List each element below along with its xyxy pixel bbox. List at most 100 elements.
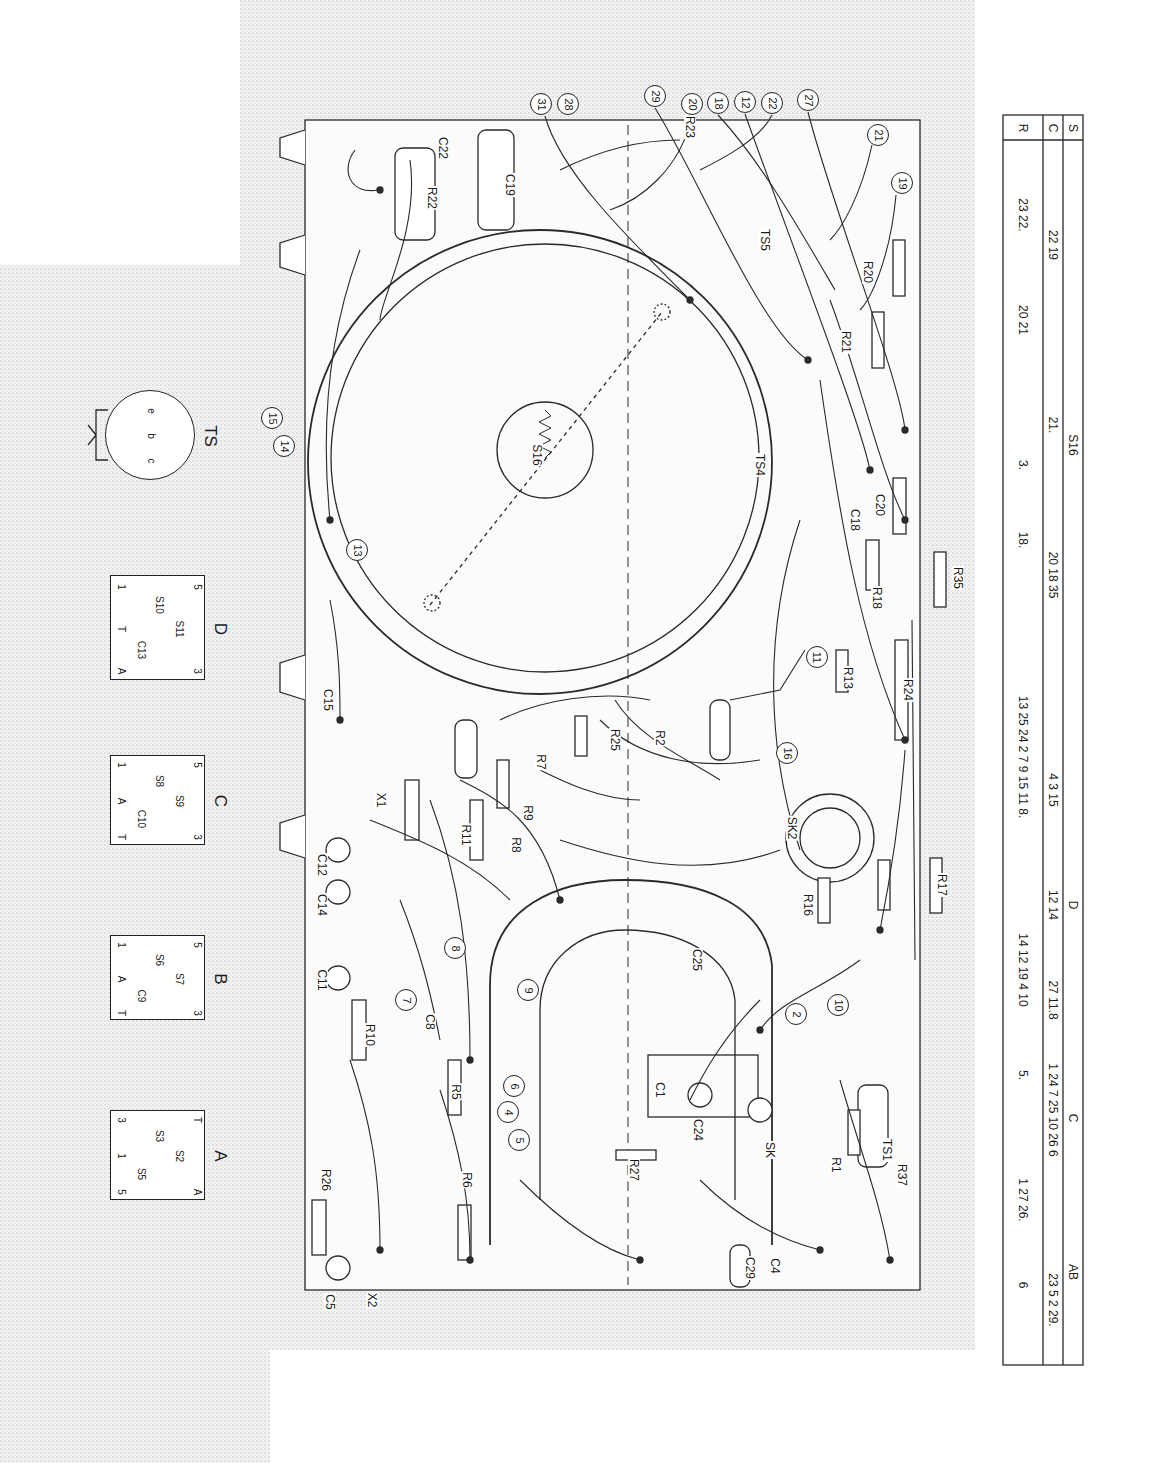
mounting-tab [280,815,305,858]
pin-label: S9 [174,795,184,807]
table-cell: 20 21 [1017,304,1029,336]
pin-label: A [116,667,126,674]
wire [326,250,360,520]
callout-number: 18 [707,92,729,114]
sk2-socket [800,808,860,868]
wire [690,1000,760,1100]
wire [880,750,905,930]
callout-text: 10 [833,999,844,1011]
wire [350,1060,380,1250]
part-label: X1 [375,792,387,809]
table-rule [1042,115,1043,1365]
callout-text: 27 [803,94,814,106]
part-label: C18 [849,508,861,532]
resistor-symbol [312,1200,326,1255]
part-label: R23 [684,115,696,139]
table-cell: 23 22. [1017,197,1029,232]
capacitor-symbol [455,720,477,778]
pin-label: b [146,433,156,439]
pin-label: 3 [192,668,202,674]
solder-point [557,897,563,903]
solder-point [467,1057,473,1063]
table-cell: 18. [1017,531,1029,550]
part-label: R25 [609,728,621,752]
table-cell: S16 [1067,433,1079,456]
solder-point [805,357,811,363]
part-label: R8 [510,836,522,853]
part-label: R7 [535,753,547,770]
callout-number: 19 [891,172,913,194]
solder-point [887,1257,893,1263]
pin-label: C13 [136,640,146,658]
mounting-tab [280,655,305,700]
solder-point [757,1027,763,1033]
diagram-heading: A [212,1150,229,1161]
solder-point [377,1247,383,1253]
part-label: C11 [316,968,328,991]
pin-label: 1 [116,584,126,590]
callout-number: 6 [503,1075,525,1097]
wire [520,1180,640,1260]
pin-label: c [146,459,156,464]
pin-label: T [116,625,126,631]
table-cell: 4 3 15 [1047,772,1059,807]
table-cell: 6 [1017,1281,1029,1290]
part-label: R5 [450,1083,462,1100]
table-cell: AB [1067,1263,1079,1281]
resistor-symbol [872,312,884,368]
table-cell: S [1067,123,1079,133]
callout-text: 22 [767,97,778,109]
solder-point [902,517,908,523]
solder-point [877,927,883,933]
centre-line [628,125,629,1285]
part-label: R16 [802,893,814,917]
wire [808,112,905,430]
resistor-symbol [575,716,587,756]
pin-label: 1 [116,942,126,948]
part-label: R13 [842,666,854,690]
wire [560,840,780,865]
solder-point [902,737,908,743]
table-cell: 20 18 35 [1047,551,1059,600]
wire [600,720,760,764]
part-label: SK [764,1141,776,1159]
resistor-symbol [497,760,509,808]
part-label: R2 [654,729,666,746]
mounting-tab [280,235,305,275]
callout-number: 12 [734,91,756,113]
part-label: C22 [437,136,449,160]
solder-point [687,297,693,303]
part-label: R9 [522,804,534,821]
callout-text: 9 [523,987,534,993]
resistor-symbol [893,240,905,296]
transistor-symbol [326,966,350,990]
diagram-heading: B [212,973,229,984]
transistor-symbol [326,838,350,862]
callout-text: 29 [650,90,661,102]
callout-text: 2 [791,1011,802,1017]
part-label: C12 [316,853,328,877]
pin-label: T [116,1009,126,1015]
speaker-lug [654,304,670,320]
callout-number: 13 [346,539,368,561]
callout-number: 20 [681,93,703,115]
table-cell: 23 5 2 29. [1047,1272,1059,1327]
table-cell: 3. [1017,459,1029,471]
callout-text: 21 [873,129,884,141]
table-cell: 12 14 [1047,889,1059,921]
callout-number: 8 [444,937,466,959]
wire [380,160,412,320]
speaker-rim [308,230,772,694]
solder-point [467,1257,473,1263]
part-label: R37 [896,1163,908,1187]
part-label: TS5 [759,228,771,252]
pin-label: A [192,1189,202,1196]
transistor-symbol [326,1256,350,1280]
wire [460,780,560,900]
resistor-symbol [405,780,419,840]
parts-table [1003,115,1083,1365]
solder-point [817,1247,823,1253]
callout-text: 8 [450,945,461,951]
wire [730,650,805,700]
